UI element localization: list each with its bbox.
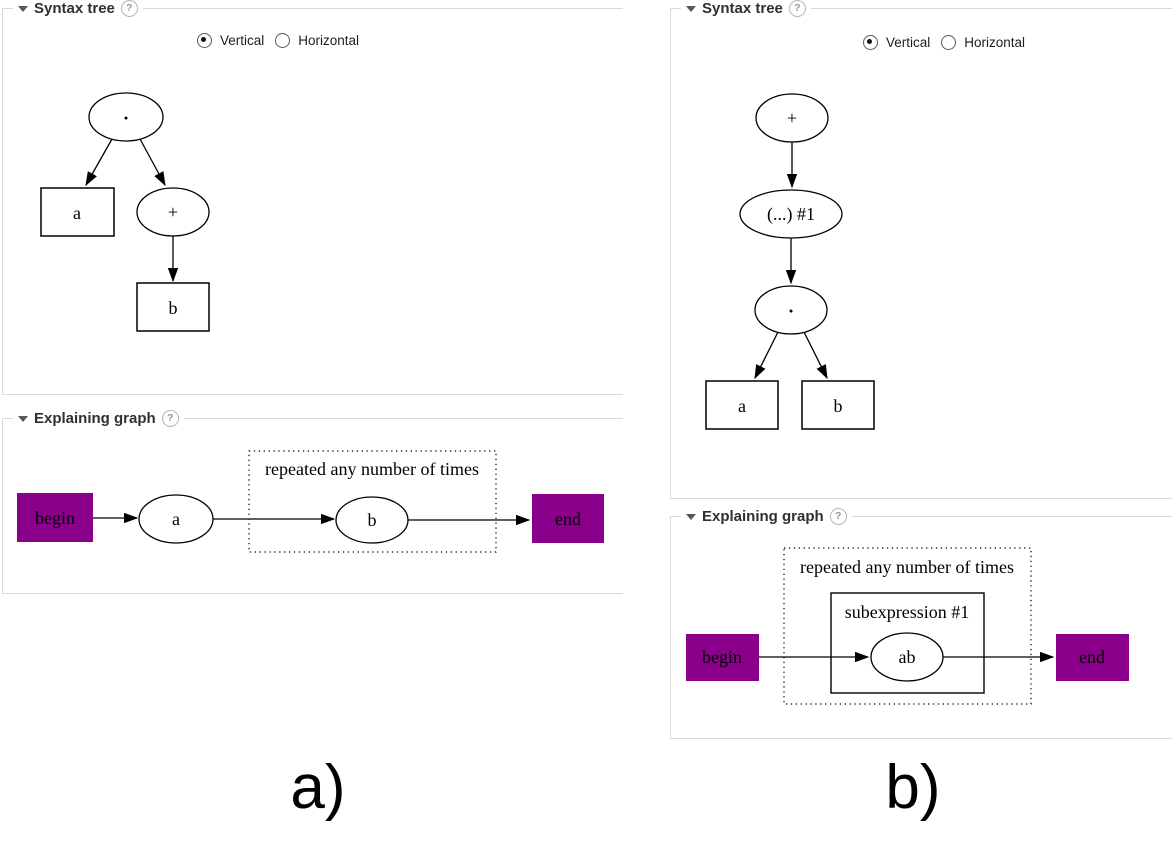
syntax-tree-header-b[interactable]: Syntax tree ? [681, 0, 811, 17]
help-icon[interactable]: ? [829, 508, 847, 525]
explaining-graph-svg-b: repeated any number of times subexpressi… [686, 547, 1129, 705]
graph-node-b-label: b [368, 510, 377, 530]
end-node[interactable] [532, 494, 604, 543]
section-title: Syntax tree [702, 0, 783, 17]
edge-concat-b [803, 331, 828, 380]
tree-node-concat-label: • [789, 304, 794, 319]
end-node-label: end [1079, 647, 1105, 667]
help-icon[interactable]: ? [161, 410, 179, 427]
graph-node-a-label: a [172, 509, 180, 529]
end-node-label: end [555, 509, 581, 529]
tree-node-a[interactable] [705, 380, 779, 430]
repeat-group-box [783, 547, 1032, 705]
explaining-graph-svg-a: repeated any number of times begin a b e… [17, 450, 604, 553]
radio-vertical[interactable] [197, 33, 212, 48]
tree-node-a[interactable] [40, 187, 115, 237]
tree-node-plus[interactable] [136, 187, 210, 237]
syntax-tree-section-b: Syntax tree ? Vertical Horizontal + (...… [670, 0, 1172, 499]
tree-node-b[interactable] [801, 380, 875, 430]
explaining-graph-section-b: Explaining graph ? repeated any number o… [670, 508, 1172, 739]
radio-horizontal-label[interactable]: Horizontal [298, 33, 360, 48]
repeat-group-label: repeated any number of times [265, 459, 479, 479]
edge-concat-a [754, 331, 779, 380]
section-title: Explaining graph [34, 410, 156, 427]
tree-node-concat[interactable] [754, 285, 828, 335]
repeat-group-box [248, 450, 497, 553]
radio-vertical-label[interactable]: Vertical [220, 33, 265, 48]
tree-node-a-label: a [738, 396, 746, 416]
subexpression-box [830, 592, 985, 694]
help-icon[interactable]: ? [120, 0, 138, 17]
explaining-graph-header-b[interactable]: Explaining graph ? [681, 508, 852, 525]
tree-node-concat-label: • [124, 111, 129, 126]
graph-node-ab-label: ab [899, 647, 916, 667]
explaining-graph-section-a: Explaining graph ? repeated any number o… [2, 410, 623, 594]
radio-vertical-label[interactable]: Vertical [886, 35, 931, 50]
section-title: Syntax tree [34, 0, 115, 17]
graph-node-b[interactable] [335, 496, 409, 544]
tree-node-plus-label: + [168, 202, 178, 222]
collapse-icon[interactable] [686, 513, 696, 520]
section-title: Explaining graph [702, 508, 824, 525]
graph-node-ab[interactable] [870, 632, 944, 682]
tree-node-b-label: b [834, 396, 843, 416]
tree-node-b-label: b [169, 298, 178, 318]
figure-caption-a: a) [290, 753, 346, 822]
radio-horizontal[interactable] [941, 35, 957, 50]
edge-root-a [85, 138, 113, 187]
graph-node-a[interactable] [138, 494, 214, 544]
tree-node-a-label: a [73, 203, 81, 223]
collapse-icon[interactable] [686, 5, 696, 12]
help-icon[interactable]: ? [788, 0, 806, 17]
end-node[interactable] [1056, 634, 1129, 681]
begin-node[interactable] [686, 634, 759, 681]
begin-node-label: begin [702, 647, 742, 667]
radio-horizontal[interactable] [275, 33, 291, 48]
subexpression-box-label: subexpression #1 [845, 602, 970, 622]
edge-root-plus [139, 138, 166, 187]
syntax-tree-svg-b: + (...) #1 • a b [705, 93, 875, 430]
tree-node-plus-label: + [787, 108, 797, 128]
collapse-icon[interactable] [18, 415, 28, 422]
radio-horizontal-label[interactable]: Horizontal [964, 35, 1026, 50]
tree-node-subexpr[interactable] [739, 189, 843, 239]
radio-vertical[interactable] [863, 35, 878, 50]
figure-caption-b: b) [885, 753, 941, 822]
syntax-tree-section-a: Syntax tree ? Vertical Horizontal • a + [2, 0, 623, 395]
collapse-icon[interactable] [18, 5, 28, 12]
tree-node-plus[interactable] [755, 93, 829, 143]
syntax-tree-svg-a: • a + b [40, 92, 210, 332]
repeat-group-label: repeated any number of times [800, 557, 1014, 577]
tree-node-subexpr-label: (...) #1 [767, 204, 815, 225]
tree-node-concat[interactable] [88, 92, 164, 142]
orientation-radios-b: Vertical Horizontal [863, 35, 1036, 50]
explaining-graph-header-a[interactable]: Explaining graph ? [13, 410, 184, 427]
tree-node-b[interactable] [136, 282, 210, 332]
syntax-tree-header-a[interactable]: Syntax tree ? [13, 0, 143, 17]
orientation-radios-a: Vertical Horizontal [197, 33, 370, 48]
begin-node-label: begin [35, 508, 75, 528]
begin-node[interactable] [17, 493, 93, 542]
